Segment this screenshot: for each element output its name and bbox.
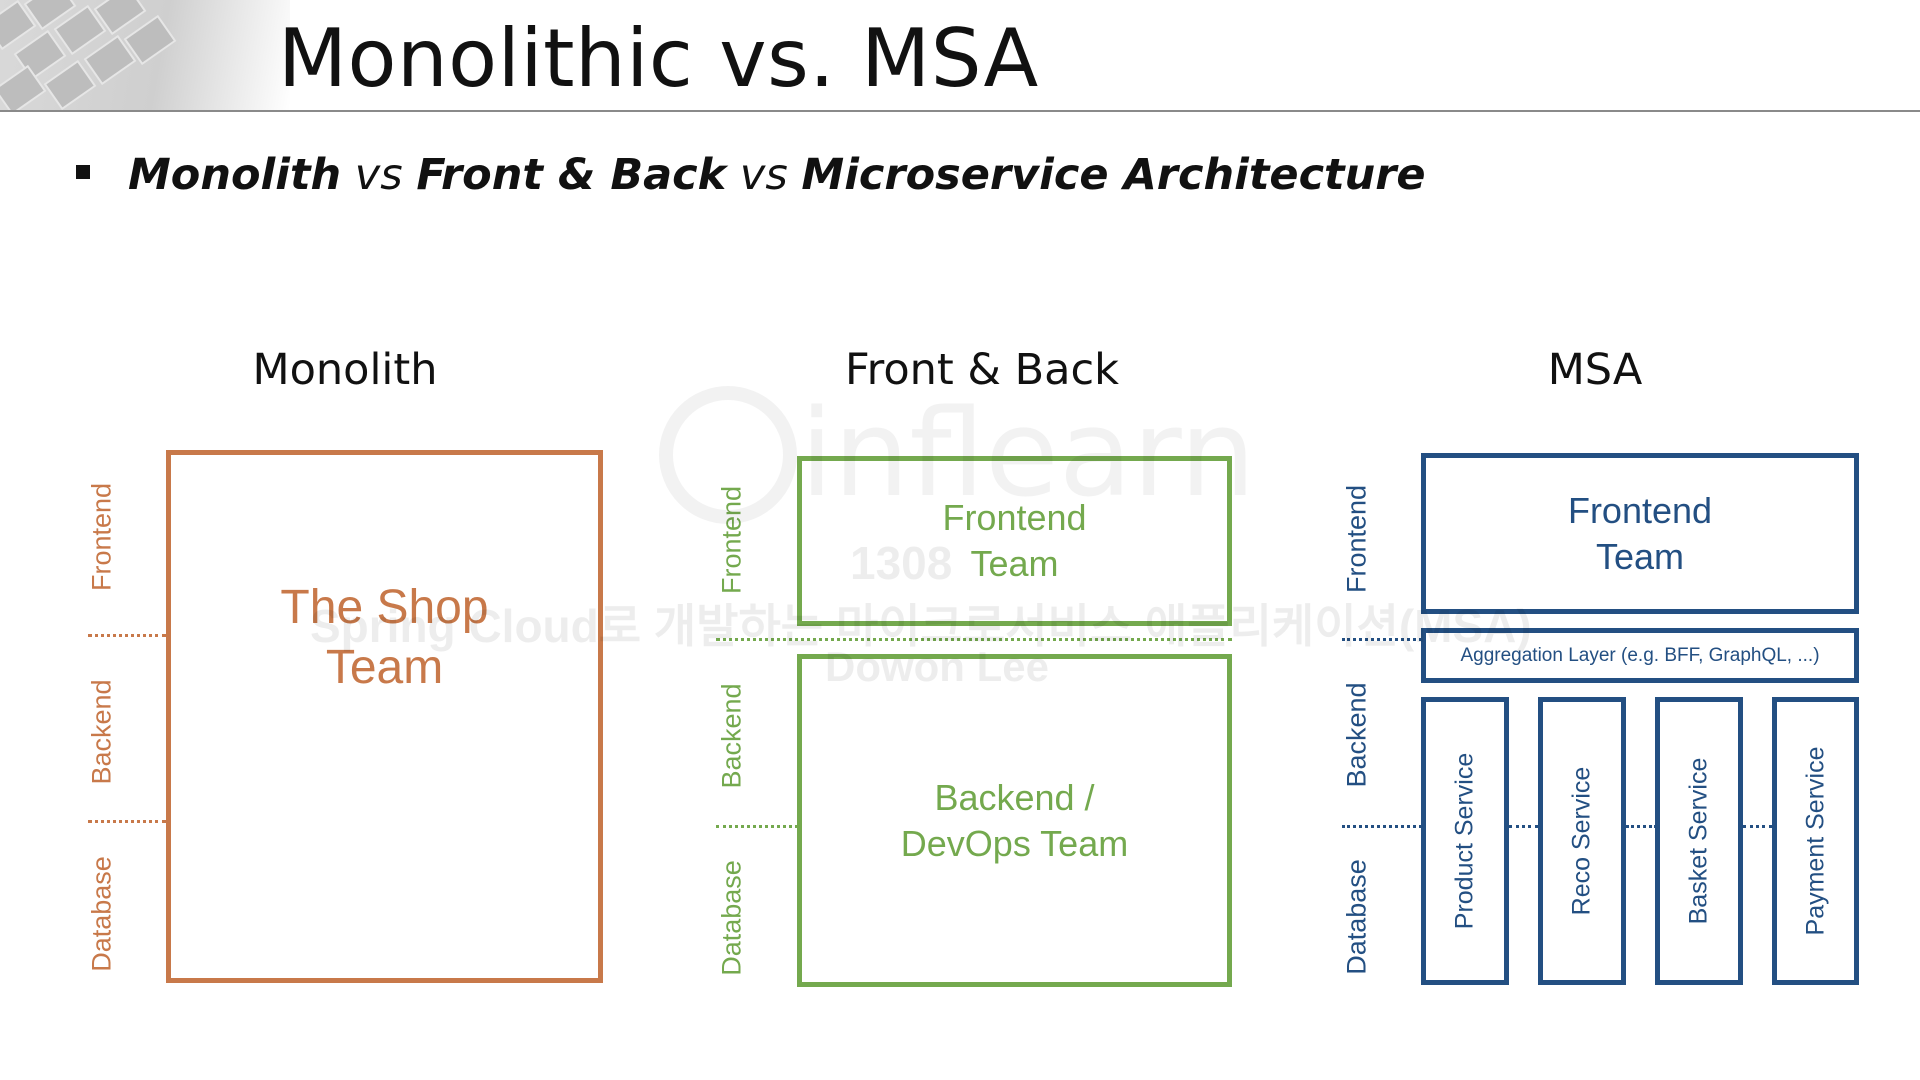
msa-divider-4 — [1626, 825, 1657, 828]
front-back-layer-frontend: Frontend — [716, 485, 747, 595]
front-back-heading: Front & Back — [844, 345, 1120, 395]
bullet-icon — [76, 164, 90, 179]
msa-divider-2 — [1342, 825, 1422, 828]
aggregation-layer-label: Aggregation Layer (e.g. BFF, GraphQL, ..… — [1460, 644, 1820, 666]
msa-heading: MSA — [1547, 345, 1643, 395]
subtitle: Monolith vs Front & Back vs Microservice… — [76, 150, 1426, 200]
monolith-layer-backend: Backend — [86, 679, 117, 785]
fb-frontend-line1: Frontend — [942, 497, 1087, 538]
front-back-layer-backend: Backend — [716, 683, 747, 789]
front-back-divider-2 — [716, 825, 798, 828]
page-title: Monolithic vs. MSA — [278, 12, 1039, 105]
front-back-divider-1 — [716, 638, 1232, 641]
monolith-team-line1: The Shop — [280, 581, 489, 634]
product-service-box: Product Service — [1421, 697, 1509, 985]
keyboard-thumbnail — [0, 0, 290, 110]
msa-frontend-team-box: Frontend Team — [1421, 453, 1859, 614]
keyboard-icon — [0, 0, 177, 110]
msa-layer-database: Database — [1341, 859, 1372, 975]
fb-frontend-line2: Team — [970, 543, 1059, 584]
fb-backend-line1: Backend / — [934, 776, 1095, 818]
aggregation-layer-box: Aggregation Layer (e.g. BFF, GraphQL, ..… — [1421, 628, 1859, 683]
frontend-team-box: Frontend Team — [797, 456, 1232, 626]
payment-service-box: Payment Service — [1772, 697, 1859, 985]
msa-divider-5 — [1743, 825, 1772, 828]
reco-service-label: Reco Service — [1567, 766, 1596, 916]
msa-frontend-line1: Frontend — [1567, 489, 1713, 531]
front-back-layer-database: Database — [716, 860, 747, 976]
msa-layer-backend: Backend — [1341, 682, 1372, 788]
reco-service-box: Reco Service — [1538, 697, 1626, 985]
fb-backend-line2: DevOps Team — [900, 822, 1129, 864]
title-divider — [0, 110, 1920, 112]
subtitle-msa: Microservice Architecture — [801, 150, 1426, 200]
monolith-layer-frontend: Frontend — [86, 482, 117, 592]
msa-layer-frontend: Frontend — [1341, 484, 1372, 594]
basket-service-box: Basket Service — [1655, 697, 1743, 985]
subtitle-monolith: Monolith — [128, 150, 342, 200]
subtitle-vs-1: vs — [341, 150, 417, 200]
product-service-label: Product Service — [1450, 752, 1479, 930]
monolith-layer-database: Database — [86, 856, 117, 972]
backend-devops-team-box: Backend / DevOps Team — [797, 654, 1232, 987]
basket-service-label: Basket Service — [1684, 757, 1713, 925]
monolith-divider-2 — [88, 820, 166, 823]
monolith-shop-team-box: The Shop Team — [166, 450, 603, 983]
monolith-team-line2: Team — [325, 641, 444, 694]
msa-divider-3 — [1509, 825, 1538, 828]
monolith-divider-1 — [88, 634, 166, 637]
payment-service-label: Payment Service — [1801, 746, 1829, 936]
subtitle-vs-2: vs — [726, 150, 802, 200]
msa-divider-1 — [1342, 638, 1422, 641]
subtitle-front-back: Front & Back — [416, 150, 727, 200]
msa-frontend-line2: Team — [1595, 535, 1685, 577]
monolith-heading: Monolith — [252, 345, 438, 395]
